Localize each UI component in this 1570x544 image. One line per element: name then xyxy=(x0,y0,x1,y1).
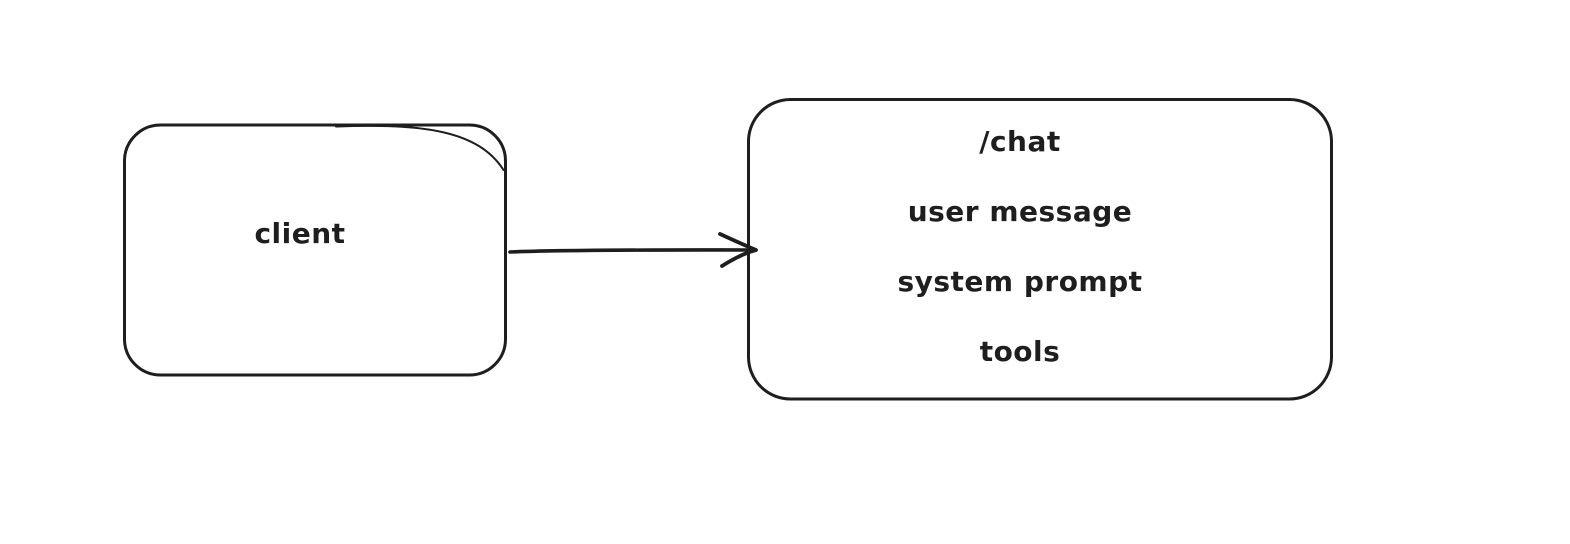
node-client[interactable]: client xyxy=(122,122,508,378)
request-line-user-message: user message xyxy=(907,195,1133,228)
arrow-client-to-request[interactable] xyxy=(506,228,766,272)
request-line-chat-endpoint: /chat xyxy=(979,125,1061,158)
request-line-tools: tools xyxy=(979,335,1061,368)
node-request[interactable]: /chat user message system prompt tools xyxy=(746,97,1334,402)
request-line-system-prompt: system prompt xyxy=(897,265,1143,298)
node-client-label: client xyxy=(254,216,346,250)
node-request-lines: /chat user message system prompt tools xyxy=(746,97,1334,402)
